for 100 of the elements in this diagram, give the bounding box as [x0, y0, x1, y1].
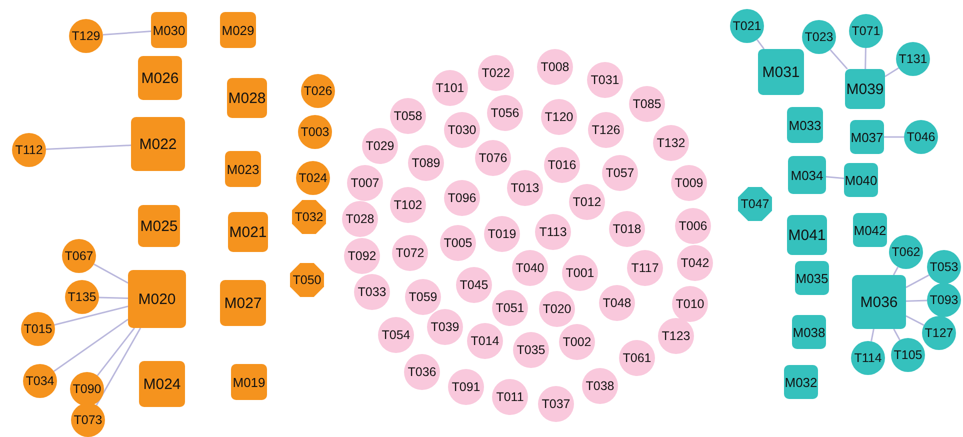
connector-line	[53, 318, 128, 372]
connector-line	[94, 264, 128, 284]
circle-node: T096	[444, 180, 480, 216]
circle-node: T054	[378, 317, 414, 353]
circle-node: T127	[922, 316, 956, 350]
circle-node: T008	[537, 49, 573, 85]
circle-node: T018	[609, 211, 645, 247]
square-node: M021	[228, 212, 268, 252]
circle-node: T046	[904, 120, 938, 154]
circle-node: T105	[891, 338, 925, 372]
connector-line	[906, 274, 930, 288]
circle-node: T071	[849, 14, 883, 48]
circle-node: T007	[347, 165, 383, 201]
connector-line	[864, 48, 866, 70]
circle-node: T040	[512, 250, 548, 286]
circle-node: T120	[541, 99, 577, 135]
square-node: M036	[852, 275, 906, 329]
circle-node: T048	[599, 285, 635, 321]
square-node: M019	[231, 364, 267, 400]
square-node: M042	[853, 213, 887, 247]
connector-line	[893, 328, 900, 340]
square-node: M025	[138, 205, 180, 247]
circle-node: T090	[70, 372, 104, 406]
circle-node: T028	[342, 201, 378, 237]
square-node: M020	[128, 270, 186, 328]
square-node: M034	[788, 156, 826, 194]
circle-node: T059	[405, 279, 441, 315]
circle-node: T036	[404, 354, 440, 390]
connector-line	[46, 144, 132, 150]
connector-line	[892, 266, 899, 276]
circle-node: T091	[448, 369, 484, 405]
connector-line	[102, 30, 152, 36]
circle-node: T021	[730, 9, 764, 43]
circle-node: T026	[301, 74, 335, 108]
circle-node: T117	[627, 250, 663, 286]
circle-node: T135	[65, 280, 99, 314]
circle-node: T093	[927, 283, 961, 317]
circle-node: T058	[390, 98, 426, 134]
connector-line	[756, 39, 765, 50]
square-node: M022	[131, 117, 185, 171]
circle-node: T012	[569, 184, 605, 220]
circle-node: T010	[672, 286, 708, 322]
square-node: M030	[151, 12, 187, 48]
circle-node: T113	[535, 214, 571, 250]
circle-node: T085	[629, 86, 665, 122]
connector-line	[870, 328, 874, 342]
circle-node: T024	[296, 161, 330, 195]
circle-node: T037	[538, 386, 574, 422]
circle-node: T123	[658, 318, 694, 354]
circle-node: T089	[408, 145, 444, 181]
connector-line	[826, 176, 844, 180]
square-node: M027	[220, 280, 266, 326]
square-node: M029	[220, 12, 256, 48]
circle-node: T129	[69, 19, 103, 53]
circle-node: T076	[475, 140, 511, 176]
connector-line	[830, 49, 848, 70]
square-node: M023	[225, 151, 261, 187]
circle-node: T020	[539, 291, 575, 327]
circle-node: T042	[677, 245, 713, 281]
circle-node: T073	[71, 403, 105, 437]
circle-node: T039	[427, 309, 463, 345]
circle-node: T045	[456, 267, 492, 303]
circle-node: T013	[507, 170, 543, 206]
square-node: M024	[139, 361, 185, 407]
connector-line	[884, 67, 899, 78]
circle-node: T011	[492, 379, 528, 415]
connector-line	[96, 328, 142, 406]
circle-node: T030	[444, 112, 480, 148]
circle-node: T053	[927, 250, 961, 284]
circle-node: T101	[432, 70, 468, 106]
circle-node: T031	[587, 62, 623, 98]
circle-node: T061	[619, 340, 655, 376]
square-node: M026	[138, 56, 182, 100]
circle-node: T092	[344, 238, 380, 274]
circle-node: T002	[559, 324, 595, 360]
connector-line	[96, 328, 136, 376]
circle-node: T051	[492, 290, 528, 326]
connector-line	[884, 136, 904, 138]
circle-node: T014	[467, 323, 503, 359]
circle-node: T072	[392, 235, 428, 271]
circle-node: T035	[513, 332, 549, 368]
circle-node: T023	[802, 20, 836, 54]
circle-node: T131	[896, 42, 930, 76]
circle-node: T062	[889, 235, 923, 269]
square-node: M041	[787, 215, 827, 255]
circle-node: T038	[582, 368, 618, 404]
circle-node: T057	[602, 155, 638, 191]
circle-node: T033	[354, 274, 390, 310]
circle-node: T001	[562, 255, 598, 291]
circle-node: T003	[298, 115, 332, 149]
circle-node: T067	[62, 239, 96, 273]
square-node: M031	[758, 49, 804, 95]
circle-node: T015	[21, 312, 55, 346]
connector-line	[54, 306, 128, 326]
circle-node: T056	[487, 95, 523, 131]
connector-line	[906, 315, 924, 326]
circle-node: T009	[671, 165, 707, 201]
square-node: M028	[227, 78, 267, 118]
circle-node: T016	[544, 147, 580, 183]
square-node: M032	[784, 365, 818, 399]
